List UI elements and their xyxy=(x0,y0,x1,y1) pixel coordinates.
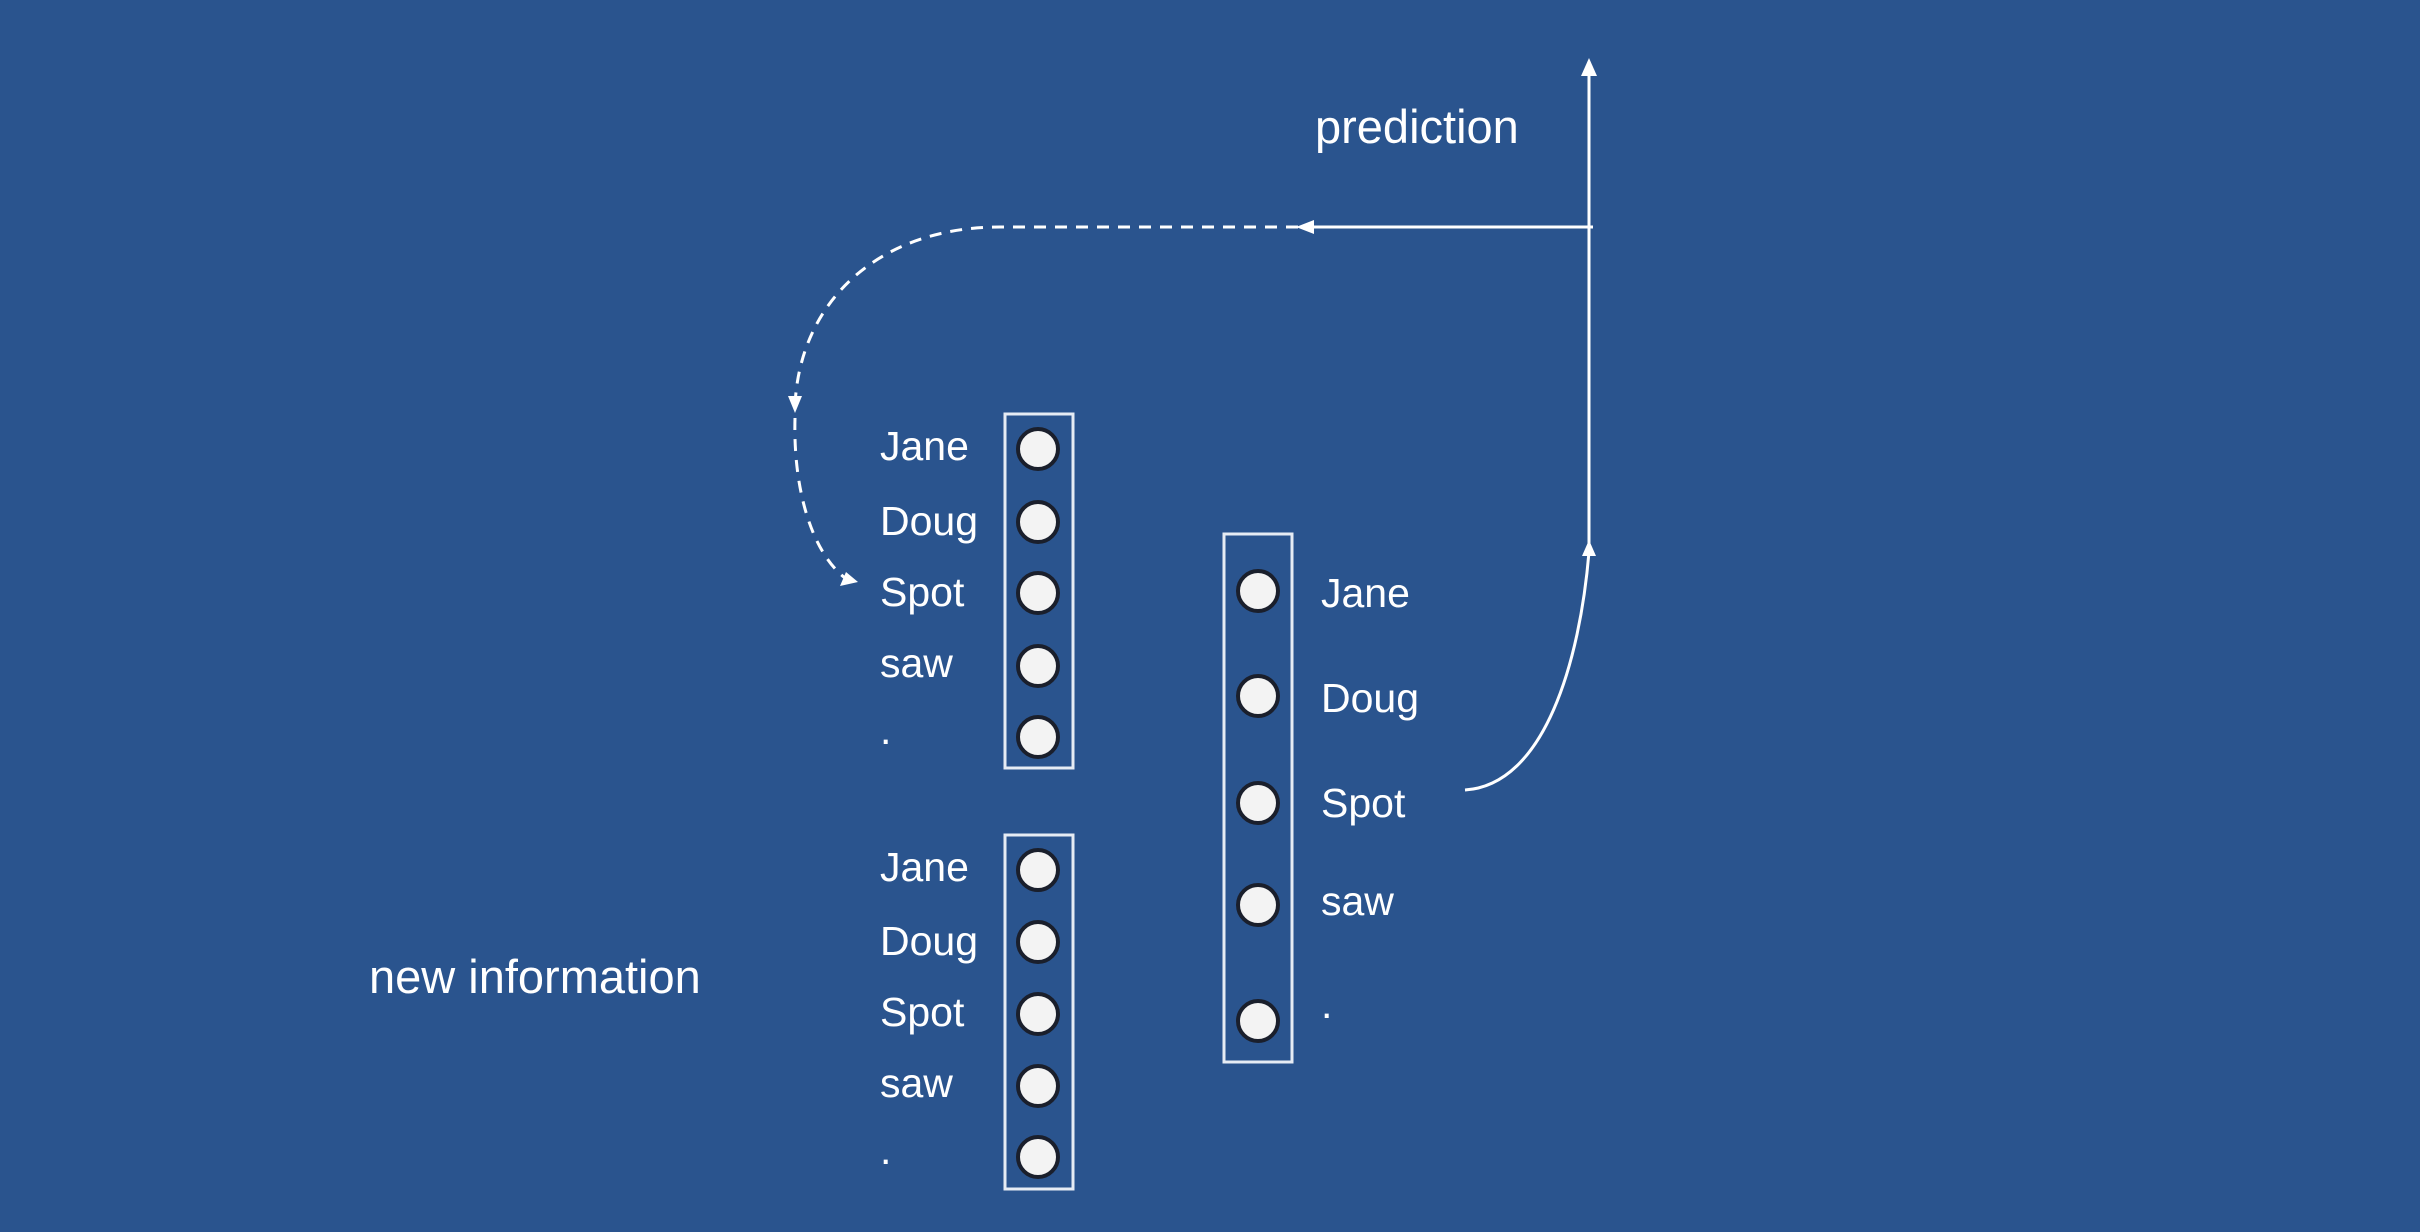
feedback-down-arrowhead-icon xyxy=(788,396,802,413)
top-left-word-saw: saw xyxy=(880,640,953,686)
top-left-node-jane xyxy=(1016,427,1060,471)
top-left-node-saw xyxy=(1016,644,1060,688)
right-stack: Jane Doug Spot saw . xyxy=(1236,569,1419,1043)
right-word-jane: Jane xyxy=(1321,570,1410,616)
bottom-left-stack-box xyxy=(1003,833,1075,1191)
top-left-stack-box xyxy=(1003,412,1075,770)
top-left-node-doug xyxy=(1016,500,1060,544)
bottom-left-node-doug xyxy=(1016,920,1060,964)
prediction-label: prediction xyxy=(1315,100,1519,153)
right-word-spot: Spot xyxy=(1321,780,1406,826)
right-node-saw xyxy=(1236,883,1280,927)
feedback-arrowhead-icon xyxy=(1296,220,1314,234)
feedback-dashed-line xyxy=(793,225,1298,406)
bottom-left-node-period xyxy=(1016,1135,1060,1179)
top-left-word-jane: Jane xyxy=(880,423,969,469)
bottom-left-word-jane: Jane xyxy=(880,844,969,890)
right-stack-box xyxy=(1222,532,1294,1064)
prediction-arrowhead-icon xyxy=(1581,58,1597,76)
feedback-dashed-curve-to-spot xyxy=(793,417,846,580)
bottom-left-word-spot: Spot xyxy=(880,989,965,1035)
top-left-stack: Jane Doug Spot saw . xyxy=(880,423,1060,759)
right-word-doug: Doug xyxy=(1321,675,1419,721)
bottom-left-node-saw xyxy=(1016,1064,1060,1108)
right-node-doug xyxy=(1236,674,1280,718)
new-information-label: new information xyxy=(369,950,701,1003)
top-left-node-period xyxy=(1016,715,1060,759)
bottom-left-node-spot xyxy=(1016,992,1060,1036)
top-left-word-doug: Doug xyxy=(880,498,978,544)
right-node-jane xyxy=(1236,569,1280,613)
bottom-left-word-period: . xyxy=(880,1127,891,1173)
bottom-left-stack: Jane Doug Spot saw . xyxy=(880,844,1060,1179)
bottom-left-word-doug: Doug xyxy=(880,918,978,964)
right-node-spot xyxy=(1236,781,1280,825)
bottom-left-word-saw: saw xyxy=(880,1060,953,1106)
bottom-left-node-jane xyxy=(1016,848,1060,892)
top-left-word-period: . xyxy=(880,707,891,753)
spot-arrowhead-icon xyxy=(840,572,858,586)
top-left-node-spot xyxy=(1016,571,1060,615)
right-node-period xyxy=(1236,999,1280,1043)
right-word-saw: saw xyxy=(1321,878,1394,924)
spot-to-prediction-curve xyxy=(1464,551,1591,792)
vertical-line-base-arrowhead-icon xyxy=(1582,540,1596,556)
top-left-word-spot: Spot xyxy=(880,569,965,615)
right-word-period: . xyxy=(1321,981,1332,1027)
